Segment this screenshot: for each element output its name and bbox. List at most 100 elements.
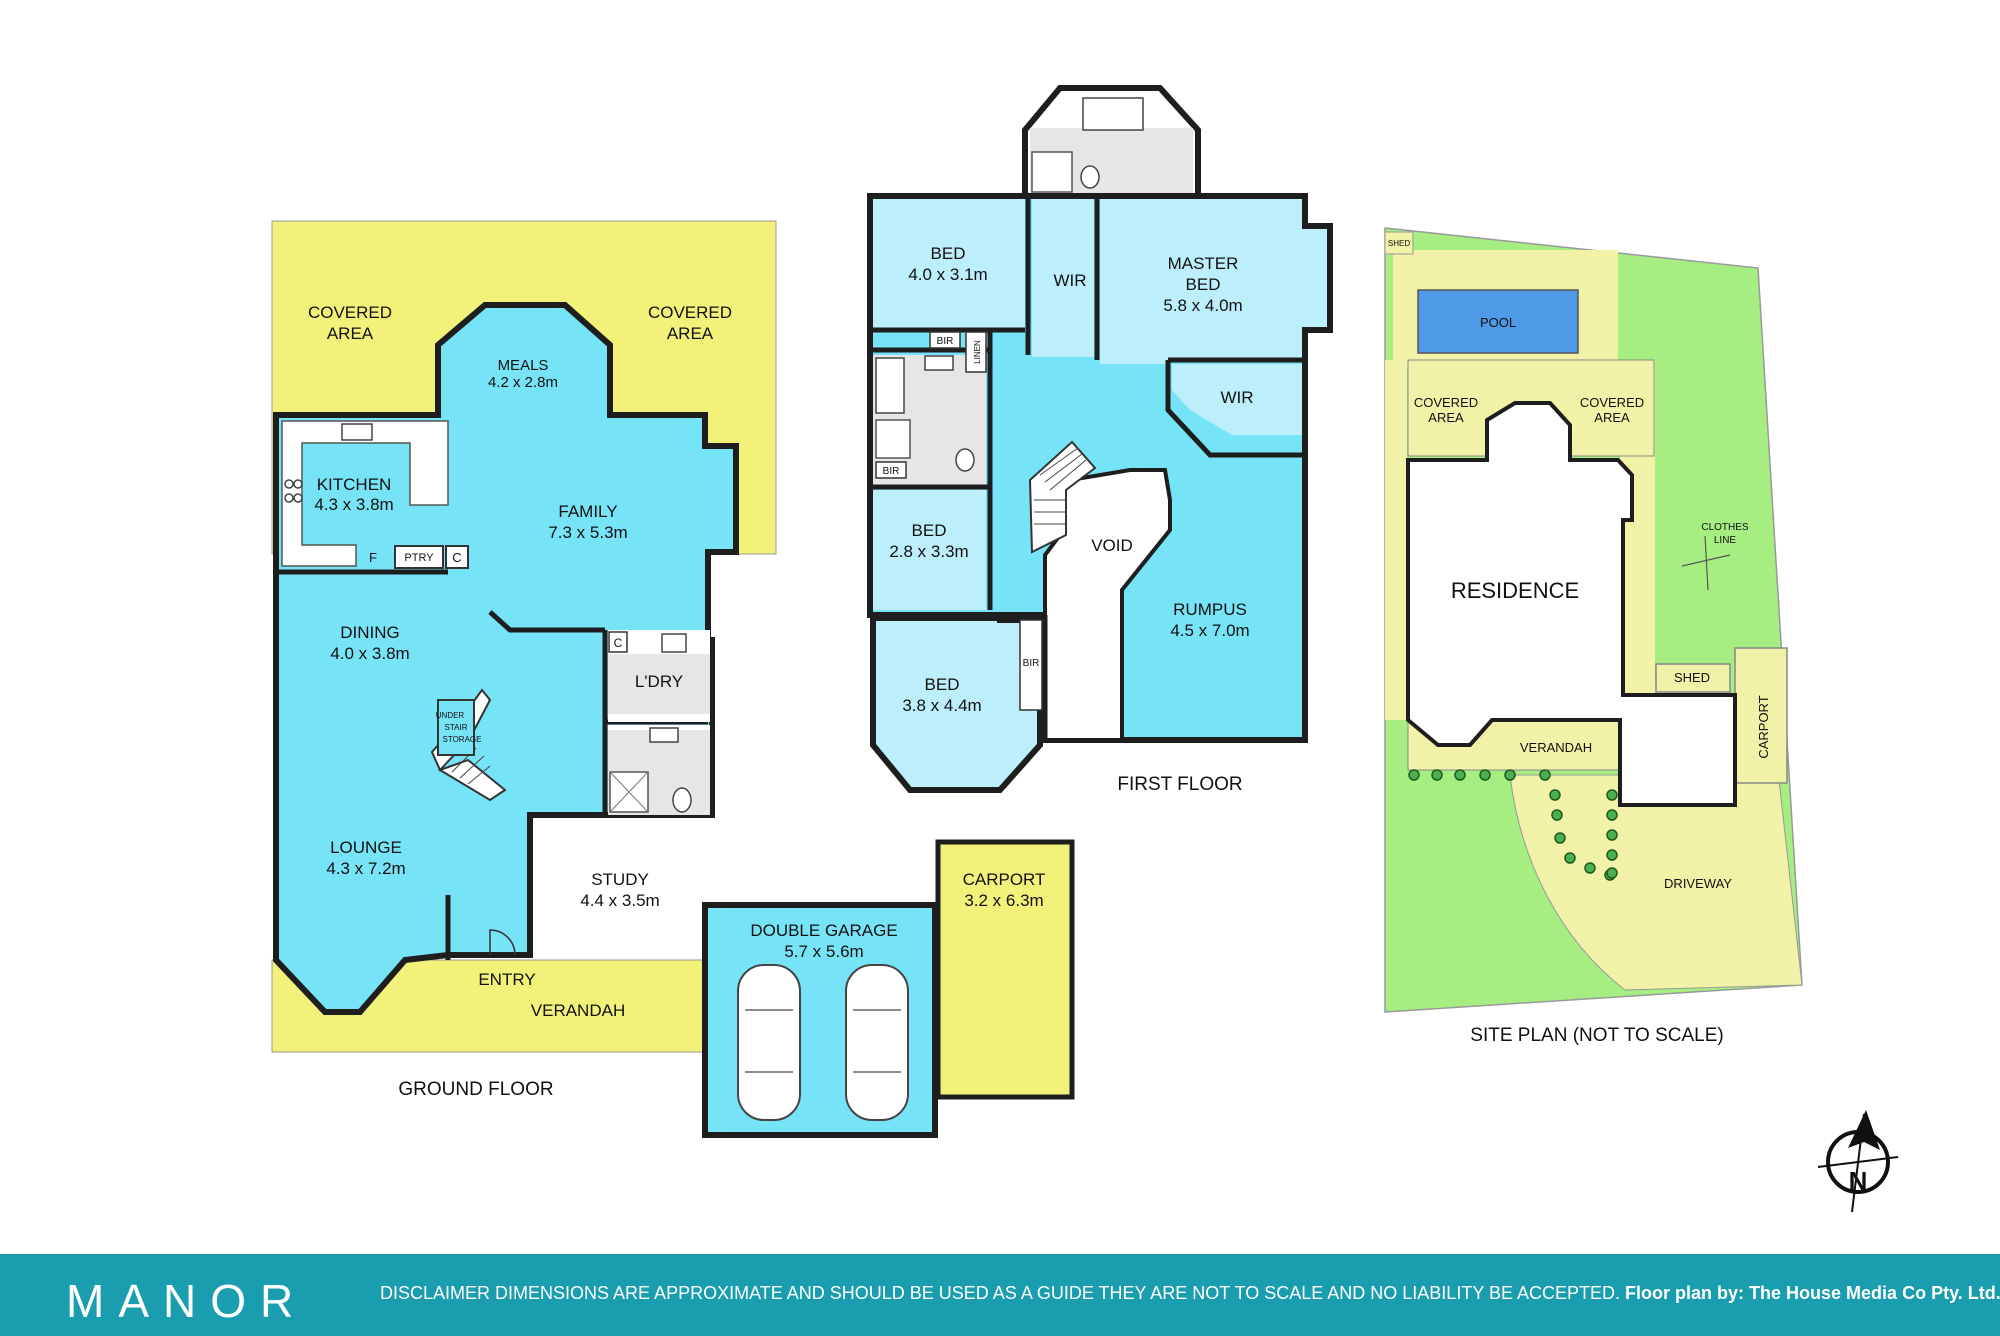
verandah-label: VERANDAH	[531, 1001, 625, 1020]
site-shed-top-label: SHED	[1388, 239, 1410, 248]
linen-box	[965, 331, 987, 373]
hedge-dots	[1408, 769, 1618, 881]
car-icon	[737, 964, 909, 1121]
master-bed-label-l2: BED	[1186, 275, 1221, 294]
carport-dims: 3.2 x 6.3m	[964, 891, 1043, 910]
ground-floor: COVERED AREA COVERED AREA MEALS 4.2 x 2.…	[271, 220, 1075, 1138]
bed-top-dims: 4.0 x 3.1m	[908, 265, 987, 284]
manor-logo: MANOR	[66, 1275, 308, 1327]
site-covered-left-l1: COVERED	[1414, 395, 1478, 410]
bir-1-box	[929, 331, 961, 349]
family-label: FAMILY	[558, 502, 617, 521]
ensuite-shower-icon	[1031, 151, 1073, 193]
bed-top-room	[873, 199, 1025, 329]
fridge-label: F	[369, 550, 377, 565]
site-plan: SHED POOL COVERED AREA COVERED AREA CLOT…	[1384, 227, 1803, 1046]
ensuite-toilet-icon	[1080, 165, 1100, 189]
laundry-tiles	[608, 654, 710, 714]
disclaimer-text: DISCLAIMER DIMENSIONS ARE APPROXIMATE AN…	[380, 1283, 2000, 1304]
floor-plan-drawing: COVERED AREA COVERED AREA MEALS 4.2 x 2.…	[271, 85, 1899, 1213]
residence-footprint	[1406, 401, 1737, 807]
garage-dims: 5.7 x 5.6m	[784, 942, 863, 961]
under-stair-l3: STORAGE	[443, 735, 482, 744]
footer-bar: MANOR DISCLAIMER DIMENSIONS ARE APPROXIM…	[0, 1254, 2000, 1336]
under-stair-l1: UNDER	[436, 711, 465, 720]
cupboard-label-1: C	[452, 550, 461, 565]
pool	[1417, 289, 1579, 354]
bed-bottom-room	[870, 615, 1043, 793]
void-area	[1043, 468, 1172, 742]
meals-dims: 4.2 x 2.8m	[488, 374, 558, 391]
cupboard-label-2: C	[614, 636, 623, 650]
carport-label: CARPORT	[963, 870, 1046, 889]
floor-plan-credit: Floor plan by: The House Media Co Pty. L…	[1625, 1283, 2000, 1303]
entry-label: ENTRY	[478, 970, 535, 989]
disclaimer-body: DISCLAIMER DIMENSIONS ARE APPROXIMATE AN…	[380, 1283, 1621, 1303]
garage-label: DOUBLE GARAGE	[750, 921, 897, 940]
shower-cross	[609, 771, 649, 813]
cooktop-icon	[284, 479, 303, 503]
first-basin-icon	[924, 355, 954, 371]
bath-icon	[1082, 97, 1144, 131]
covered-area-right-l2: AREA	[667, 324, 714, 343]
site-clothes-line-l2: LINE	[1714, 535, 1737, 546]
car-windows	[745, 1009, 901, 1073]
bir-3-label: BIR	[1023, 658, 1040, 669]
bed-bottom-dims: 3.8 x 4.4m	[902, 696, 981, 715]
wir-2-room	[1172, 364, 1302, 435]
meals-label: MEALS	[498, 357, 549, 374]
first-bath-tub-icon	[875, 357, 905, 414]
dining-label: DINING	[340, 623, 400, 642]
covered-area-left-l2: AREA	[327, 324, 374, 343]
ground-floor-title: GROUND FLOOR	[398, 1079, 553, 1100]
site-plan-title: SITE PLAN (NOT TO SCALE)	[1470, 1025, 1723, 1046]
master-bed-label-l1: MASTER	[1168, 254, 1239, 273]
site-covered-right-l2: AREA	[1594, 410, 1630, 425]
kitchen-floor	[302, 443, 410, 523]
bed-mid-label: BED	[912, 521, 947, 540]
wir-2-label: WIR	[1220, 388, 1253, 407]
first-shower-icon	[875, 419, 911, 459]
wir-1-label: WIR	[1053, 271, 1086, 290]
family-dims: 7.3 x 5.3m	[548, 523, 627, 542]
site-residence-label: RESIDENCE	[1451, 578, 1579, 603]
covered-area-left-l1: COVERED	[308, 303, 392, 322]
void-label: VOID	[1091, 536, 1133, 555]
cupboard-box	[445, 545, 469, 569]
master-bed-room	[1100, 199, 1327, 364]
first-floor: BED 4.0 x 3.1m WIR MASTER BED 5.8 x 4.0m…	[867, 85, 1333, 795]
site-covered-right-l1: COVERED	[1580, 395, 1644, 410]
master-bed-dims: 5.8 x 4.0m	[1163, 296, 1242, 315]
under-stair-l2: STAIR	[445, 723, 468, 732]
bed-bottom-label: BED	[925, 675, 960, 694]
bir-3-box	[1019, 619, 1043, 711]
basin-icon	[649, 727, 679, 743]
laundry-label: L'DRY	[635, 672, 683, 691]
site-carport-label: CARPORT	[1756, 695, 1771, 758]
shed-box	[1655, 663, 1731, 693]
bir-2-box	[875, 461, 907, 479]
site-driveway-label: DRIVEWAY	[1664, 876, 1732, 891]
site-pool-label: POOL	[1480, 315, 1516, 330]
carport-box	[1734, 647, 1788, 784]
entry-door-icon	[489, 929, 516, 956]
first-stair-treads	[1034, 447, 1087, 525]
first-floor-title: FIRST FLOOR	[1117, 774, 1242, 795]
lounge-dims: 4.3 x 7.2m	[326, 859, 405, 878]
bir-1-label: BIR	[937, 336, 954, 347]
wir-1-room	[1032, 199, 1094, 357]
side-path	[1580, 250, 1730, 720]
under-stair-storage-box	[437, 699, 475, 756]
side-strip	[1385, 360, 1407, 720]
north-compass-icon: N	[1817, 1110, 1899, 1213]
study-dims: 4.4 x 3.5m	[580, 891, 659, 910]
dining-dims: 4.0 x 3.8m	[330, 644, 409, 663]
toilet-icon	[672, 787, 692, 813]
lounge-label: LOUNGE	[330, 838, 402, 857]
linen-label: LINEN	[973, 340, 982, 364]
bed-mid-room	[873, 490, 986, 610]
study-label: STUDY	[591, 870, 649, 889]
site-covered-left-l2: AREA	[1428, 410, 1464, 425]
first-toilet-icon	[955, 448, 975, 472]
pantry-box	[394, 545, 444, 569]
